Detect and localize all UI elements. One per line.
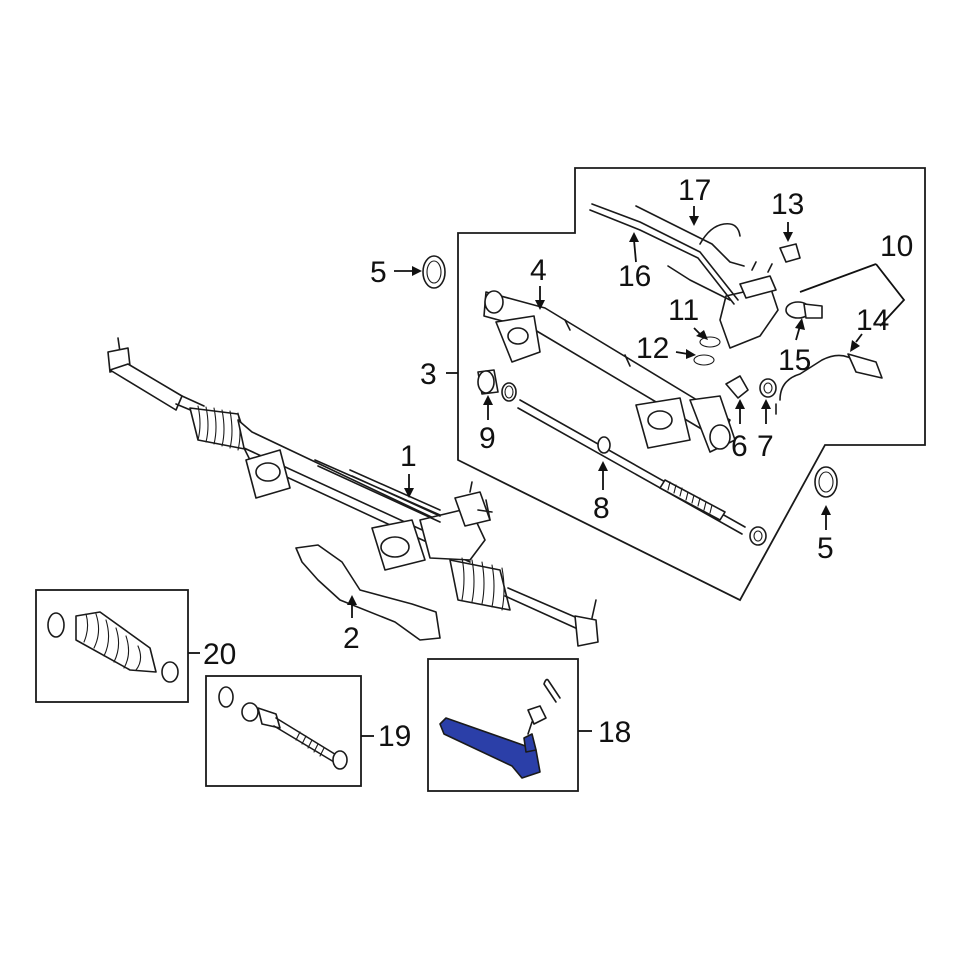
callout-15: 15: [778, 344, 811, 377]
callout-1: 1: [400, 440, 417, 473]
callout-4: 4: [530, 254, 547, 287]
callout-2: 2: [343, 622, 360, 655]
tie-rod-end-frame: [427, 658, 579, 792]
callout-13: 13: [771, 188, 804, 221]
valve-cap: [725, 375, 749, 399]
inner-tie-rod: [218, 686, 348, 770]
control-valve: [719, 261, 779, 349]
inner-tie-rod-frame: [205, 675, 362, 787]
callout-11: 11: [668, 294, 699, 327]
valve-seal: [759, 378, 777, 398]
callout-16: 16: [618, 260, 651, 293]
callout-14: 14: [856, 304, 889, 337]
clip-13: [779, 243, 801, 263]
bellows-kit: [47, 611, 179, 683]
callout-8: 8: [593, 492, 610, 525]
callout-7: 7: [757, 430, 774, 463]
callout-6: 6: [731, 430, 748, 463]
rack-housing: [483, 290, 736, 453]
connector-15: [785, 301, 823, 319]
callout-3: 3: [420, 358, 437, 391]
leader-lines: [188, 206, 906, 737]
callout-9: 9: [479, 422, 496, 455]
pressure-lines: [589, 203, 745, 305]
callout-numbers: 1 2 3 4 5 5 6 7 8 9 10 11 12 13 14 15 16…: [203, 174, 913, 753]
seal-rack-end: [749, 526, 767, 546]
callout-5b: 5: [817, 532, 834, 565]
callout-17: 17: [678, 174, 711, 207]
group-frame-outline: [457, 167, 926, 602]
outer-tie-rod-end: [439, 678, 561, 779]
callout-10: 10: [880, 230, 913, 263]
callout-18: 18: [598, 716, 631, 749]
heat-shield: [295, 544, 441, 641]
seal-lower: [814, 466, 838, 498]
o-ring-11: [699, 336, 721, 348]
bushing: [477, 369, 517, 402]
callout-12: 12: [636, 332, 669, 365]
seal-upper: [422, 255, 446, 289]
callout-20: 20: [203, 638, 236, 671]
o-ring-12: [693, 354, 715, 366]
steering-rack-assembly: [107, 337, 599, 647]
sensor-harness: [775, 353, 883, 415]
callout-19: 19: [378, 720, 411, 753]
callout-5a: 5: [370, 256, 387, 289]
rack-bar: [517, 399, 746, 535]
bellows-kit-frame: [35, 589, 189, 703]
